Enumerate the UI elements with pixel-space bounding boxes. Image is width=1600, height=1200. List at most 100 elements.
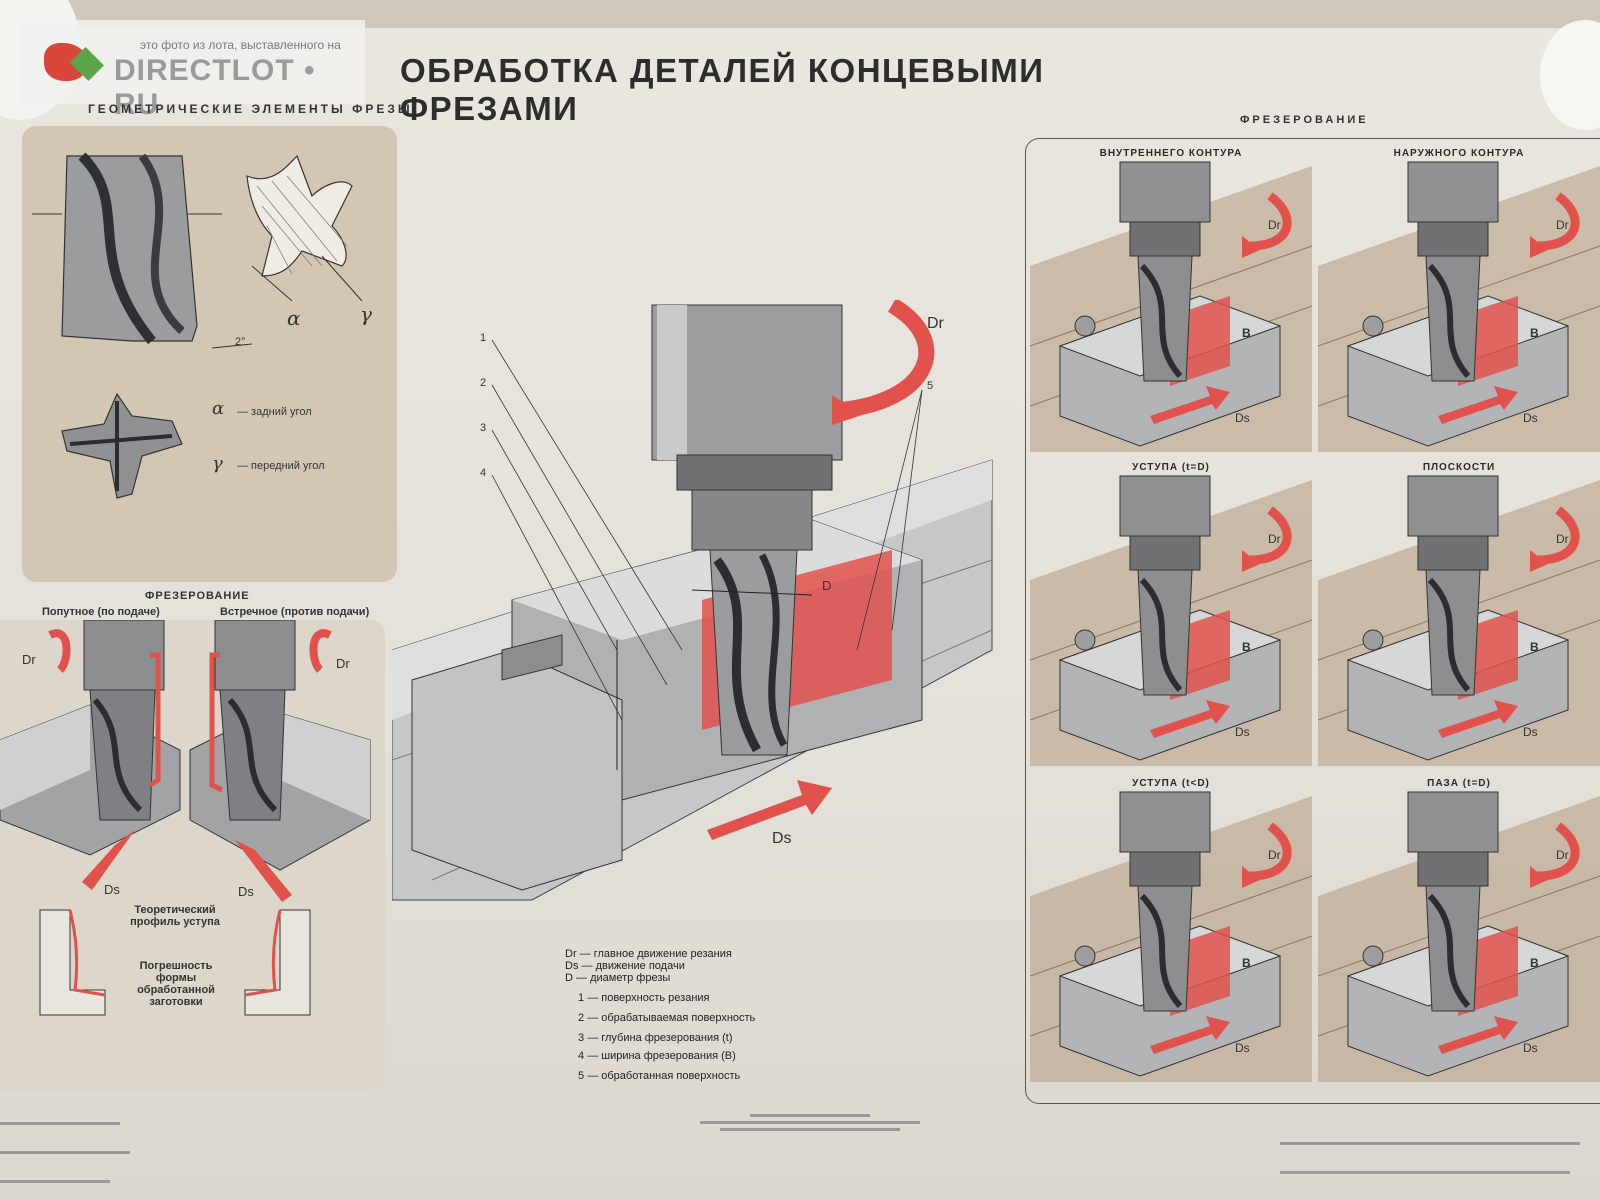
watermark: это фото из лота, выставленного на DIREC… bbox=[20, 20, 365, 121]
gamma-description: — передний угол bbox=[237, 460, 325, 472]
legend-row-d: D — диаметр фрезы bbox=[565, 972, 670, 984]
squirrel-logo-icon bbox=[44, 37, 110, 87]
theoretical-profile-label: Теоретический профиль уступа bbox=[130, 904, 220, 928]
legend-key: 4 bbox=[578, 1050, 585, 1062]
center-label-5: 5 bbox=[927, 380, 934, 392]
alpha-description: — задний угол bbox=[237, 406, 312, 418]
legend-text: — главное движение резания bbox=[579, 948, 732, 960]
operation-label: ПЛОСКОСТИ bbox=[1422, 462, 1496, 473]
watermark-caption: это фото из лота, выставленного на bbox=[140, 38, 341, 52]
operation-dr-label: Dr bbox=[1556, 218, 1569, 232]
footer-publisher bbox=[690, 1110, 930, 1135]
operation-drawing bbox=[1318, 161, 1600, 452]
climb-ds-label: Ds bbox=[104, 882, 120, 897]
operation-label: ПАЗА (t=D) bbox=[1427, 778, 1491, 789]
poster-title: ОБРАБОТКА ДЕТАЛЕЙ КОНЦЕВЫМИ ФРЕЗАМИ bbox=[400, 52, 1045, 127]
geometry-heading: ГЕОМЕТРИЧЕСКИЕ ЭЛЕМЕНТЫ ФРЕЗЫ bbox=[88, 102, 413, 116]
legend-row-1: 1 — поверхность резания bbox=[578, 992, 710, 1004]
operation-b-label: B bbox=[1242, 956, 1251, 970]
legend-key: 3 bbox=[578, 1032, 585, 1044]
operation-drawing bbox=[1030, 475, 1312, 766]
legend-text: — обрабатываемая поверхность bbox=[587, 1012, 756, 1024]
geometry-panel: 2° α γ α — задний угол γ — передний угол bbox=[22, 126, 397, 582]
milling-modes-heading: ФРЕЗЕРОВАНИЕ bbox=[145, 590, 250, 602]
legend-key: Ds bbox=[565, 960, 579, 972]
climb-dr-label: Dr bbox=[22, 652, 36, 667]
angle-2deg-label: 2° bbox=[235, 336, 246, 348]
operation-label: УСТУПА (t<D) bbox=[1132, 778, 1210, 789]
conventional-dr-label: Dr bbox=[336, 656, 350, 671]
operation-b-label: B bbox=[1530, 956, 1539, 970]
operation-dr-label: Dr bbox=[1268, 532, 1281, 546]
operation-ds-label: Ds bbox=[1523, 411, 1538, 425]
legend-row-dr: Dr — главное движение резания bbox=[565, 948, 732, 960]
legend-text: — диаметр фрезы bbox=[576, 972, 671, 984]
footer-credits-left bbox=[0, 1100, 140, 1183]
operation-ds-label: Ds bbox=[1235, 411, 1250, 425]
operation-label: УСТУПА (t=D) bbox=[1132, 462, 1210, 473]
footer-credits-right bbox=[1280, 1120, 1600, 1174]
climb-milling-label: Попутное (по подаче) bbox=[42, 606, 160, 618]
legend-text: — ширина фрезерования (B) bbox=[587, 1050, 736, 1062]
operation-ds-label: Ds bbox=[1235, 725, 1250, 739]
milling-modes-panel: Dr Dr Ds Ds Теоретический профиль уступа… bbox=[0, 619, 385, 1090]
right-panel-heading: ФРЕЗЕРОВАНИЕ bbox=[1240, 114, 1369, 126]
center-label-3: 3 bbox=[480, 422, 487, 434]
legend-key: D bbox=[565, 972, 573, 984]
legend-row-2: 2 — обрабатываемая поверхность bbox=[578, 1012, 755, 1024]
geometry-drawing bbox=[32, 152, 363, 499]
operation-b-label: B bbox=[1530, 326, 1539, 340]
alpha-legend-symbol: α bbox=[212, 398, 225, 419]
legend-key: 1 bbox=[578, 992, 585, 1004]
legend-text: — движение подачи bbox=[581, 960, 685, 972]
operation-b-label: B bbox=[1530, 640, 1539, 654]
operation-dr-label: Dr bbox=[1268, 218, 1281, 232]
operation-ds-label: Ds bbox=[1235, 1041, 1250, 1055]
operation-b-label: B bbox=[1242, 640, 1251, 654]
legend-key: 5 bbox=[578, 1070, 585, 1082]
operation-dr-label: Dr bbox=[1556, 848, 1569, 862]
center-label-4: 4 bbox=[480, 467, 487, 479]
center-d-label: D bbox=[822, 578, 832, 593]
legend-text: — обработанная поверхность bbox=[587, 1070, 741, 1082]
center-label-1: 1 bbox=[480, 332, 487, 344]
operation-drawing bbox=[1030, 791, 1312, 1082]
alpha-symbol-label: α bbox=[287, 306, 301, 330]
center-drawing bbox=[391, 298, 993, 901]
operation-drawing bbox=[1318, 791, 1600, 1082]
right-panel-frame bbox=[1025, 138, 1600, 1104]
center-ds-label: Ds bbox=[772, 830, 792, 847]
gamma-symbol-label: γ bbox=[360, 302, 372, 326]
legend-text: — глубина фрезерования (t) bbox=[587, 1032, 733, 1044]
legend-row-5: 5 — обработанная поверхность bbox=[578, 1070, 740, 1082]
gamma-legend-symbol: γ bbox=[212, 453, 223, 474]
conventional-milling-label: Встречное (против подачи) bbox=[220, 606, 370, 618]
operation-b-label: B bbox=[1242, 326, 1251, 340]
operation-dr-label: Dr bbox=[1556, 532, 1569, 546]
watermark-brand: DIRECTLOT • RU bbox=[114, 54, 316, 121]
legend-text: — поверхность резания bbox=[587, 992, 710, 1004]
operation-label: ВНУТРЕННЕГО КОНТУРА bbox=[1099, 148, 1243, 159]
legend-row-ds: Ds — движение подачи bbox=[565, 960, 685, 972]
operation-label: НАРУЖНОГО КОНТУРА bbox=[1393, 148, 1525, 159]
operation-drawing bbox=[1030, 161, 1312, 452]
legend-row-4: 4 — ширина фрезерования (B) bbox=[578, 1050, 736, 1062]
legend-row-3: 3 — глубина фрезерования (t) bbox=[578, 1032, 733, 1044]
operation-dr-label: Dr bbox=[1268, 848, 1281, 862]
form-error-label: Погрешность формы обработанной заготовки bbox=[137, 960, 215, 1008]
legend-key: 2 bbox=[578, 1012, 585, 1024]
operation-ds-label: Ds bbox=[1523, 1041, 1538, 1055]
center-illustration: 1 2 3 4 5 Dr Ds D bbox=[391, 298, 1012, 920]
operation-ds-label: Ds bbox=[1523, 725, 1538, 739]
conventional-ds-label: Ds bbox=[238, 884, 254, 899]
center-label-2: 2 bbox=[480, 377, 487, 389]
operation-drawing bbox=[1318, 475, 1600, 766]
center-dr-label: Dr bbox=[927, 315, 944, 332]
legend-key: Dr bbox=[565, 948, 577, 960]
